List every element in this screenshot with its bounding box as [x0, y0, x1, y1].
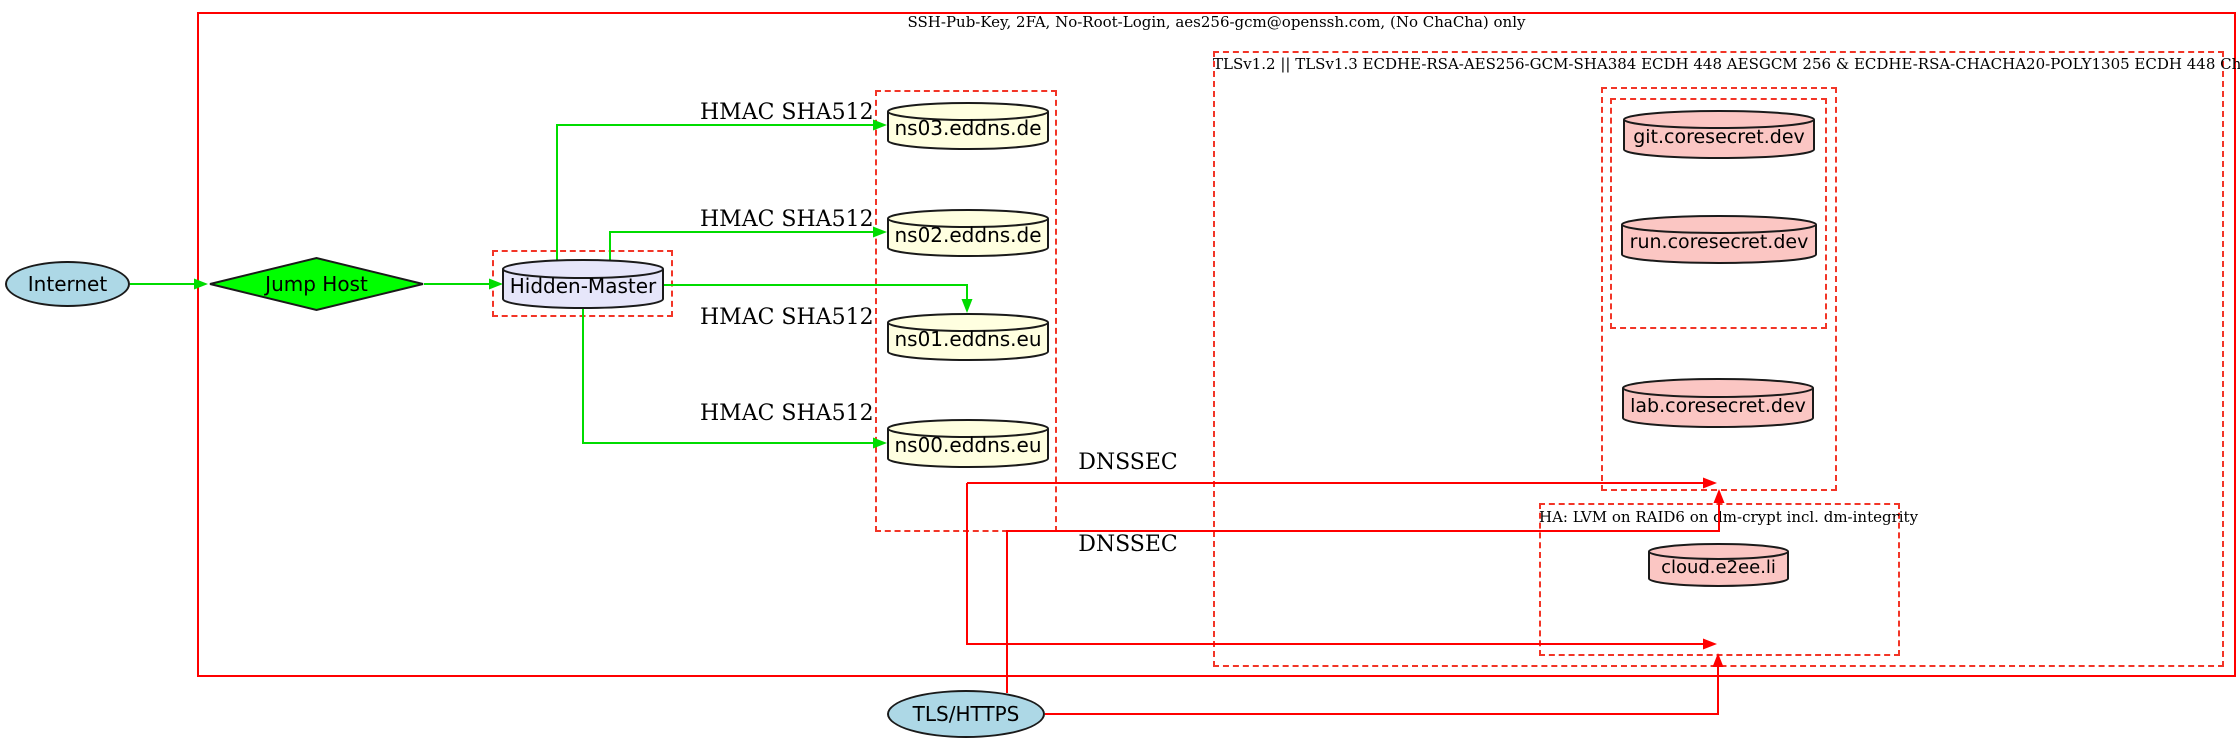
node-ns01-label: ns01.eddns.eu	[894, 327, 1041, 351]
node-tls-https: TLS/HTTPS	[887, 690, 1045, 738]
node-cloud: cloud.e2ee.li	[1648, 543, 1789, 587]
edge-tls-ha	[1045, 667, 1719, 715]
edge-tls-coresecret	[1006, 503, 1720, 693]
node-ns00-label: ns00.eddns.eu	[894, 433, 1041, 457]
edge-hiddenmaster-ns00	[582, 307, 873, 444]
edge-hiddenmaster-ns03	[556, 124, 873, 261]
ns02-cylinder-shape	[887, 209, 1049, 257]
node-jump-host: Jump Host	[209, 256, 424, 312]
lab-cylinder-shape	[1622, 378, 1814, 428]
node-lab: lab.coresecret.dev	[1622, 378, 1814, 428]
node-internet: Internet	[5, 261, 130, 307]
node-lab-label: lab.coresecret.dev	[1630, 395, 1806, 417]
arrowhead-tls-ha	[1712, 653, 1724, 667]
hidden-master-cylinder-shape	[502, 259, 664, 309]
jump-host-diamond-shape	[209, 256, 424, 312]
run-cylinder-shape	[1621, 215, 1817, 264]
node-cloud-label: cloud.e2ee.li	[1661, 557, 1776, 578]
node-ns00: ns00.eddns.eu	[887, 419, 1049, 468]
edge-label-dnssec-1: DNSSEC	[1078, 450, 1178, 475]
arrowhead-dnssec-ha	[1703, 638, 1717, 650]
arrowhead-tls-coresecret	[1713, 489, 1725, 503]
arrowhead-hiddenmaster	[489, 278, 503, 290]
run-cylinder-lid	[1621, 224, 1817, 234]
ns02-cylinder-lid	[887, 218, 1049, 228]
ns03-cylinder-lid	[887, 111, 1049, 121]
cluster-ha-label: HA: LVM on RAID6 on dm-crypt incl. dm-in…	[1539, 508, 1919, 526]
node-ns01: ns01.eddns.eu	[887, 313, 1049, 361]
node-ns03: ns03.eddns.de	[887, 102, 1049, 150]
edge-hiddenmaster-ns01	[664, 284, 968, 299]
edge-label-hmac-ns02: HMAC SHA512	[700, 207, 874, 232]
ns01-cylinder-shape	[887, 313, 1049, 361]
cloud-cylinder-lid	[1648, 551, 1789, 560]
edge-label-hmac-ns03: HMAC SHA512	[700, 100, 874, 125]
node-ns02: ns02.eddns.de	[887, 209, 1049, 257]
ns01-cylinder-lid	[887, 322, 1049, 332]
edge-label-hmac-ns01: HMAC SHA512	[700, 305, 874, 330]
ns00-cylinder-shape	[887, 419, 1049, 468]
node-run: run.coresecret.dev	[1621, 215, 1817, 264]
ns00-cylinder-lid	[887, 428, 1049, 438]
cluster-ssh-label: SSH-Pub-Key, 2FA, No-Root-Login, aes256-…	[907, 13, 1526, 31]
cluster-ssh-box	[197, 12, 2236, 677]
ns03-cylinder-shape	[887, 102, 1049, 150]
node-run-label: run.coresecret.dev	[1630, 231, 1809, 253]
node-hidden-master-label: Hidden-Master	[510, 274, 657, 298]
node-tls-https-label: TLS/HTTPS	[912, 702, 1020, 726]
edge-label-dnssec-2: DNSSEC	[1078, 532, 1178, 557]
node-ns02-label: ns02.eddns.de	[894, 223, 1041, 247]
git-cylinder-lid	[1623, 119, 1815, 129]
cluster-tls-label: TLSv1.2 || TLSv1.3 ECDHE-RSA-AES256-GCM-…	[1213, 55, 2240, 73]
node-jump-host-label: Jump Host	[263, 272, 368, 296]
node-ns03-label: ns03.eddns.de	[894, 116, 1041, 140]
arrowhead-ns01	[961, 299, 973, 313]
arrowhead-jumphost	[194, 278, 208, 290]
node-git-label: git.coresecret.dev	[1633, 126, 1805, 148]
node-internet-label: Internet	[27, 272, 108, 296]
node-hidden-master: Hidden-Master	[502, 259, 664, 309]
arrowhead-ns03	[873, 119, 887, 131]
arrowhead-dnssec-coresecret	[1703, 477, 1717, 489]
node-git: git.coresecret.dev	[1623, 110, 1815, 159]
cloud-cylinder-shape	[1648, 543, 1789, 587]
hidden-master-cylinder-lid	[502, 268, 664, 279]
git-cylinder-shape	[1623, 110, 1815, 159]
edge-hiddenmaster-ns02	[609, 231, 873, 261]
arrowhead-ns02	[873, 226, 887, 238]
edge-label-hmac-ns00: HMAC SHA512	[700, 401, 874, 426]
edge-dnssec-ha	[966, 483, 1703, 645]
cluster-coresecret-inner-box	[1610, 98, 1827, 329]
arrowhead-ns00	[873, 437, 887, 449]
lab-cylinder-lid	[1622, 387, 1814, 398]
